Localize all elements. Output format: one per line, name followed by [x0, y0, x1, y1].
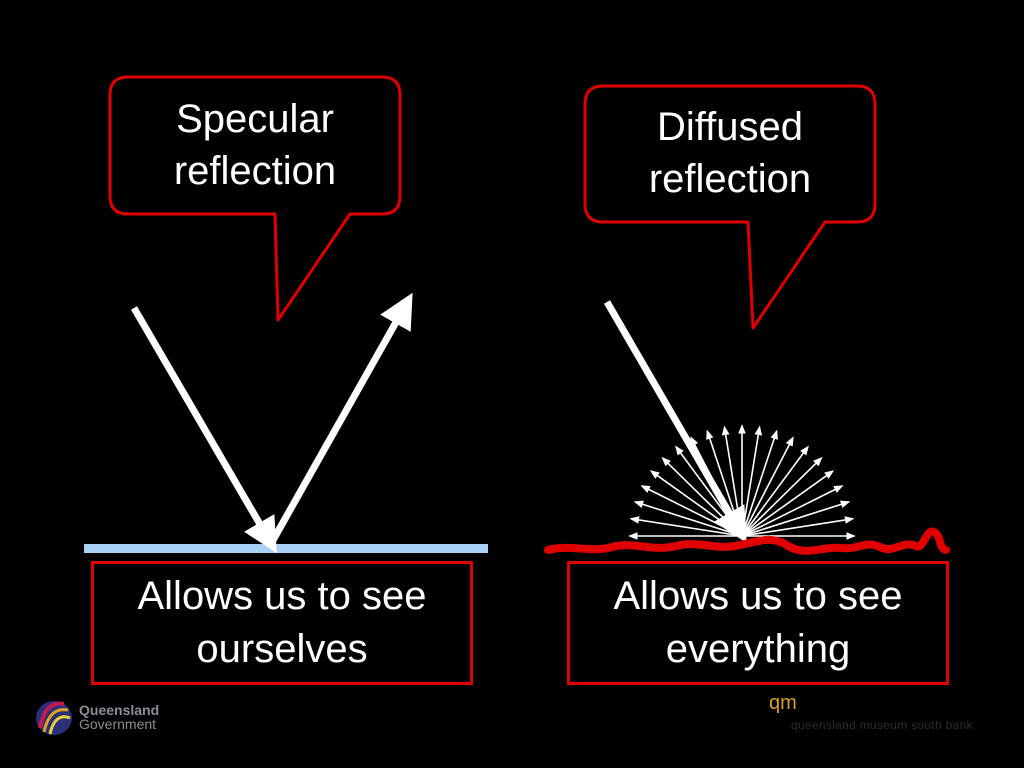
specular-callout [108, 75, 402, 322]
queensland-government-logo: Queensland Government [79, 703, 159, 731]
qm-logo: qm [769, 692, 797, 714]
govt-line1: Queensland [79, 702, 160, 718]
diffuse-incident-ray [603, 300, 747, 544]
specular-caption-line2: ourselves [196, 627, 368, 671]
govt-line2: Government [79, 716, 157, 732]
diffused-caption-box: Allows us to see everything [567, 561, 949, 685]
qm-tagline: queensland museum south bank [791, 718, 973, 732]
diffuse-ray [741, 436, 794, 537]
diffuse-ray [741, 485, 844, 537]
incident-ray [130, 306, 277, 554]
specular-caption-line1: Allows us to see [137, 574, 427, 618]
diffuse-ray [741, 445, 809, 537]
diffuse-ray [741, 456, 823, 537]
queensland-crest-icon [36, 701, 72, 735]
rough-surface [544, 527, 950, 555]
diffuse-ray [741, 500, 851, 537]
diffuse-ray [741, 470, 835, 537]
diffused-callout [583, 84, 877, 330]
diffuse-ray-fan [628, 424, 856, 540]
diffused-caption-line1: Allows us to see [613, 574, 903, 618]
diffused-title: Diffused reflection [587, 101, 873, 205]
diffused-title-line2: reflection [648, 157, 812, 201]
specular-caption-box: Allows us to see ourselves [91, 561, 473, 685]
reflected-ray [268, 292, 413, 544]
diffuse-ray [741, 516, 855, 537]
specular-title: Specular reflection [112, 93, 398, 197]
diffuse-ray [741, 429, 778, 537]
mirror-surface [84, 544, 488, 553]
specular-title-line2: reflection [173, 149, 337, 193]
diffuse-ray [649, 470, 743, 537]
diffused-caption-line2: everything [665, 627, 851, 671]
specular-title-line1: Specular [176, 97, 334, 141]
diffused-title-line1: Diffused [656, 105, 803, 149]
